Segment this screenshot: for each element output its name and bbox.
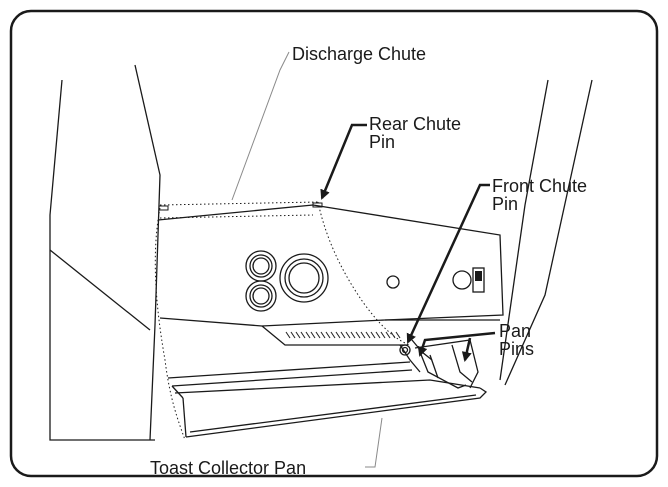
pan-pins-label: Pan Pins — [499, 322, 534, 358]
pan-bracket — [399, 339, 479, 389]
housing-right-wall — [499, 79, 593, 386]
vent-slot — [310, 331, 316, 339]
vent-slot — [370, 331, 376, 339]
discharge-chute-label: Discharge Chute — [292, 44, 427, 64]
vent-housing — [261, 319, 500, 346]
rear-chute-pin-right — [312, 202, 323, 208]
front-chute-pin-label: Front Chute Pin — [492, 177, 587, 213]
pan-pins-arrow-a — [417, 331, 496, 357]
rear-chute-pin-arrow — [320, 123, 367, 200]
frame-border — [9, 9, 659, 478]
leader-lines — [231, 51, 383, 468]
rear-chute-pin-label: Rear Chute Pin — [369, 115, 461, 151]
vent-slot — [360, 331, 366, 339]
vent-slot — [320, 331, 326, 339]
control-panel — [157, 204, 504, 327]
pan-pins-arrow-b — [461, 337, 472, 362]
vent-slot — [355, 331, 361, 339]
discharge-chute-leader — [231, 51, 290, 201]
vent-slot — [365, 331, 371, 339]
pan-pins-label-line2: Pins — [499, 339, 535, 359]
pan-pins-label-line1: Pan — [499, 321, 532, 341]
rear-chute-pin-left — [158, 205, 169, 211]
power-switch — [472, 267, 485, 293]
vent-slot — [335, 331, 341, 339]
housing-left-wall — [49, 64, 161, 441]
knob-small-bottom — [245, 280, 277, 312]
indicator-light — [386, 275, 400, 289]
vent-slot — [375, 331, 381, 339]
knob-large — [279, 253, 329, 303]
vent-slot — [305, 331, 311, 339]
vent-slot — [395, 331, 401, 339]
vent-slot — [285, 331, 291, 339]
vent-slot — [300, 331, 306, 339]
vent-slot — [290, 331, 296, 339]
toast-collector-pan-leader — [365, 417, 383, 468]
rear-chute-pin-label-line1: Rear Chute — [369, 114, 462, 134]
rear-chute-pin-label-line2: Pin — [369, 132, 396, 152]
front-chute-pin-label-line2: Pin — [492, 194, 519, 214]
vent-slot — [380, 331, 386, 339]
toast-collector-pan-label: Toast Collector Pan — [150, 458, 307, 478]
switch-housing-circle — [452, 270, 472, 290]
vent-slot — [295, 331, 301, 339]
vent-slot — [340, 331, 346, 339]
front-chute-pin-arrow — [406, 183, 490, 344]
vent-slot — [350, 331, 356, 339]
vent-slot — [385, 331, 391, 339]
vent-slot — [315, 331, 321, 339]
vent-hatching — [285, 331, 401, 339]
callout-arrows — [320, 123, 496, 362]
front-chute-pin-label-line1: Front Chute — [492, 176, 588, 196]
toast-collector-pan — [167, 361, 488, 438]
vent-slot — [325, 331, 331, 339]
vent-slot — [390, 331, 396, 339]
vent-slot — [345, 331, 351, 339]
knob-small-top — [245, 250, 277, 282]
vent-slot — [330, 331, 336, 339]
